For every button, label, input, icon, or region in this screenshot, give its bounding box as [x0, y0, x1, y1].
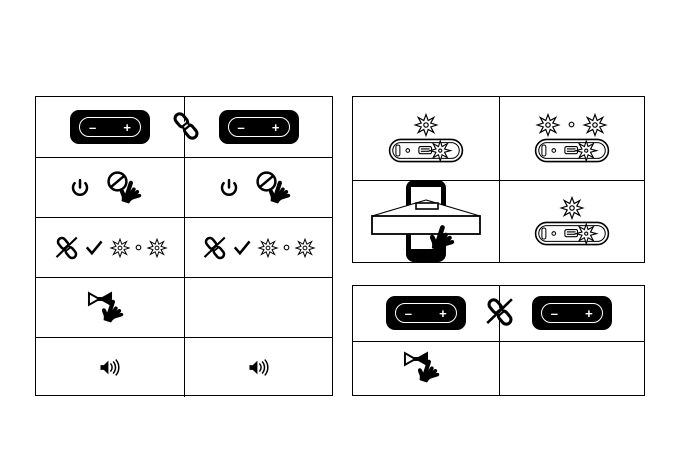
prohibited-tap-group	[255, 168, 299, 208]
bowtie-tap-group	[87, 287, 133, 329]
bowtie-tap-group	[403, 347, 449, 389]
prohibited-tap-group	[106, 168, 150, 208]
speaker-volume-icon	[99, 359, 120, 376]
starburst-flash-icon	[258, 238, 278, 257]
speaker-volume-icon	[248, 359, 269, 376]
link-broken-icon	[485, 296, 515, 328]
starburst-flash-icon	[146, 238, 167, 257]
row-bowtie-tap-2	[353, 340, 645, 396]
row-single-flash	[353, 97, 644, 180]
bluetooth-speaker-icon: – +	[531, 296, 612, 331]
cell-speaker-left-unlinked[interactable]: – +	[353, 286, 499, 341]
starburst-flash-icon	[414, 113, 438, 136]
row-volume	[36, 337, 332, 397]
speaker-grille: – +	[227, 117, 290, 137]
power-button-icon	[71, 178, 89, 196]
volume-up-icon: +	[439, 305, 447, 321]
starburst-flash-icon	[295, 238, 315, 257]
cell-bowtie-tap[interactable]	[36, 278, 184, 337]
cell-speaker-left[interactable]: – +	[36, 97, 184, 157]
link-broken-icon	[203, 234, 227, 261]
unpair-steps-table: – + – +	[352, 285, 645, 396]
bluetooth-speaker-icon	[388, 138, 463, 163]
cell-device-single-flash[interactable]	[353, 97, 499, 180]
bluetooth-speaker-icon: – +	[385, 296, 466, 331]
volume-up-icon: +	[123, 119, 131, 135]
small-dot-icon	[283, 244, 290, 251]
row-speakers-unlinked: – + – +	[353, 286, 644, 341]
starburst-flash-icon	[536, 113, 560, 136]
row-unlink-confirm	[36, 217, 332, 277]
hand-pointer-cursor-icon	[118, 177, 143, 206]
speaker-grille: – +	[79, 117, 141, 137]
volume-down-icon: –	[404, 305, 412, 321]
row-speakers-linked: – + – +	[36, 97, 332, 157]
link-broken-icon	[54, 234, 79, 261]
cell-device-double-flash[interactable]	[498, 97, 645, 180]
volume-down-icon: –	[550, 305, 558, 321]
starburst-flash-icon	[560, 196, 584, 219]
starburst-flash-icon	[109, 238, 130, 257]
bluetooth-speaker-icon: – +	[70, 110, 150, 144]
cell-volume-right[interactable]	[184, 338, 332, 397]
cell-empty-2	[498, 341, 645, 395]
volume-up-icon: +	[585, 305, 593, 321]
checkmark-icon	[85, 240, 102, 255]
cell-power-tap-left[interactable]	[36, 158, 184, 217]
cell-unlink-left[interactable]	[36, 218, 184, 277]
bluetooth-speaker-icon	[534, 221, 609, 246]
hand-pointer-cursor-icon	[266, 177, 292, 206]
volume-down-icon: –	[89, 119, 97, 135]
device-indicator-table	[352, 96, 645, 264]
cell-empty	[184, 278, 332, 337]
power-button-icon	[220, 178, 237, 196]
hand-pointer-cursor-icon	[415, 357, 441, 386]
pairing-steps-table: – + – +	[35, 96, 333, 397]
phone-banner-tap-group	[366, 178, 486, 264]
row-phone-banner	[353, 178, 645, 264]
cell-device-single-flash-2[interactable]	[498, 180, 645, 262]
link-connected-icon	[171, 110, 201, 142]
volume-down-icon: –	[237, 119, 245, 135]
volume-up-icon: +	[271, 119, 280, 135]
bluetooth-speaker-icon	[534, 138, 609, 163]
starburst-flash-icon	[583, 113, 607, 136]
hand-pointer-cursor-icon	[427, 222, 456, 255]
cell-bowtie-tap-2[interactable]	[353, 342, 499, 396]
checkmark-icon	[234, 240, 251, 255]
hand-pointer-cursor-icon	[100, 296, 125, 325]
cell-speaker-right-unlinked[interactable]: – +	[498, 286, 645, 341]
row-power-prohibited	[36, 157, 332, 217]
smartphone-icon	[370, 179, 481, 264]
row-bowtie-tap	[36, 277, 332, 337]
speaker-grille: – +	[540, 303, 603, 324]
double-flash-group	[535, 112, 608, 138]
cell-unlink-right[interactable]	[184, 218, 332, 277]
bluetooth-speaker-icon: – +	[218, 110, 299, 144]
cell-phone-banner-tap[interactable]	[353, 178, 499, 264]
cell-speaker-right-linked[interactable]: – +	[184, 97, 332, 157]
cell-power-tap-right[interactable]	[184, 158, 332, 217]
cell-volume-left[interactable]	[36, 338, 184, 397]
small-dot-icon	[568, 121, 575, 128]
speaker-grille: – +	[394, 303, 457, 324]
small-dot-icon	[135, 244, 141, 251]
